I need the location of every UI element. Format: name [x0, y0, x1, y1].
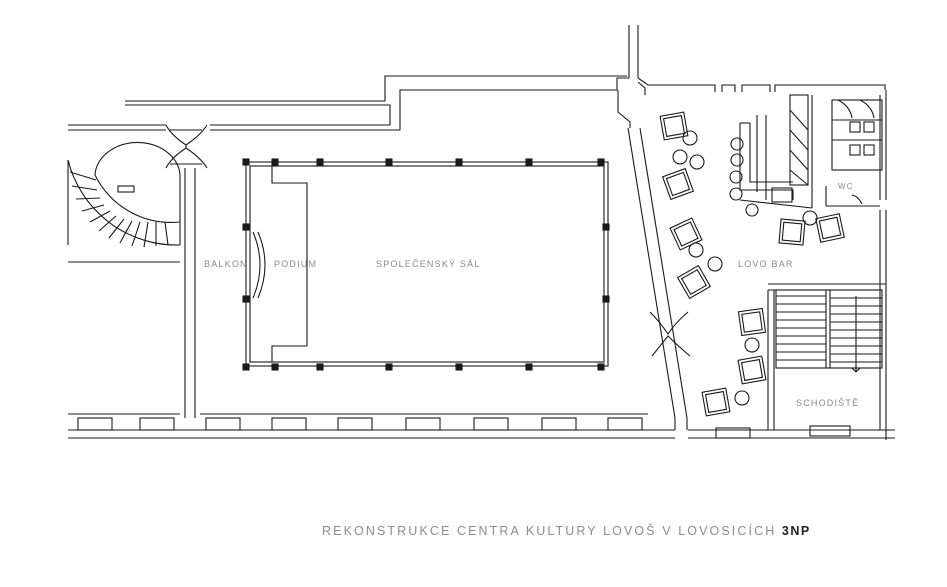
wc-block: [825, 99, 883, 207]
bar-stools: [729, 137, 759, 217]
podium-label: PODIUM: [274, 259, 318, 269]
hall-columns: [242, 158, 610, 371]
middle-door: [649, 311, 691, 357]
main-staircase: [767, 283, 886, 430]
bar-label: LOVO BAR: [738, 259, 794, 269]
hall-label: SPOLEČENSKÝ SÁL: [376, 259, 481, 269]
balkon-label: BALKON: [204, 259, 248, 269]
round-tables: [672, 130, 818, 406]
bar-counter: [739, 94, 813, 209]
stairs-label: SCHODIŠTĚ: [796, 398, 860, 408]
lounge-armchairs: [659, 111, 845, 417]
caption-title: REKONSTRUKCE CENTRA KULTURY LOVOŠ V LOVO…: [322, 524, 777, 538]
outer-walls: [68, 25, 895, 440]
top-door: [165, 124, 208, 169]
facade-windows: [68, 413, 851, 439]
floor-label: 3NP: [781, 524, 811, 538]
hall-outline: [245, 161, 609, 367]
spiral-staircase: [67, 141, 181, 263]
plan-caption: REKONSTRUKCE CENTRA KULTURY LOVOŠ V LOVO…: [322, 524, 811, 538]
wc-label: WC: [838, 182, 854, 191]
